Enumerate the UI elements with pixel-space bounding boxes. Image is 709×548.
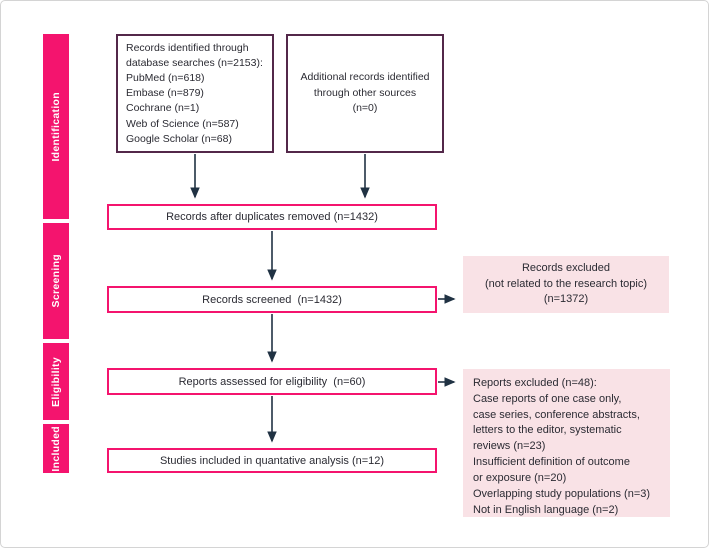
stage-bar-included: Included (43, 424, 69, 473)
stage-label-eligibility: Eligibility (50, 356, 62, 407)
studies-included-box: Studies included in quantative analysis … (107, 448, 437, 473)
stage-bar-identification: Identification (43, 34, 69, 219)
records-excluded-box: Records excluded (not related to the res… (463, 256, 669, 313)
stage-label-included: Included (50, 425, 62, 472)
duplicates-removed-box: Records after duplicates removed (n=1432… (107, 204, 437, 230)
reports-excluded-box: Reports excluded (n=48): Case reports of… (463, 369, 670, 517)
stage-label-screening: Screening (50, 254, 62, 308)
database-searches-box: Records identified through database sear… (116, 34, 274, 153)
reports-assessed-box: Reports assessed for eligibility (n=60) (107, 368, 437, 395)
other-sources-box: Additional records identified through ot… (286, 34, 444, 153)
records-screened-box: Records screened (n=1432) (107, 286, 437, 313)
stage-bar-eligibility: Eligibility (43, 343, 69, 420)
stage-label-identification: Identification (50, 91, 62, 162)
stage-bar-screening: Screening (43, 223, 69, 339)
